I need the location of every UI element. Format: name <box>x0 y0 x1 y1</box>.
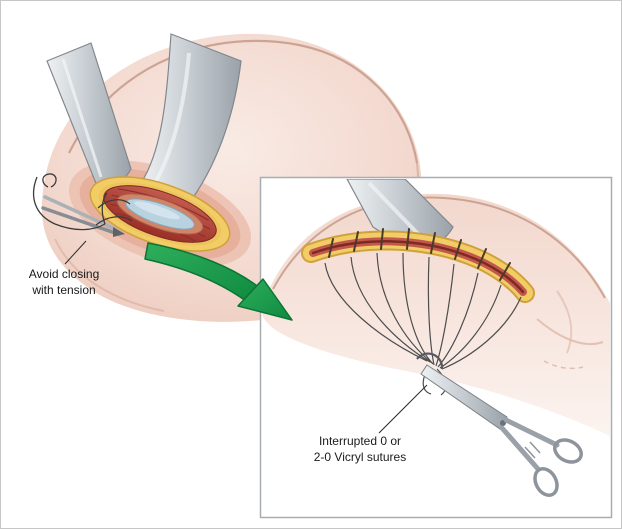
sutures-line2: 2-0 Vicryl sutures <box>313 449 407 464</box>
body-surface-inset <box>262 193 610 436</box>
suture-needle <box>416 352 444 370</box>
interrupted-sutures <box>328 228 511 281</box>
zoom-arrow <box>144 242 293 321</box>
avoid-tension-line2: with tension <box>32 282 96 297</box>
closed-incision <box>301 228 535 303</box>
wound-main <box>89 176 231 252</box>
sutures-line1: Interrupted 0 or <box>318 434 402 448</box>
needle-driver-main <box>41 195 125 237</box>
suture-thread-main <box>32 173 133 231</box>
sutures-label: Interrupted 0 or 2-0 Vicryl sutures <box>297 434 423 465</box>
avoid-tension-label: Avoid closing with tension <box>11 267 117 298</box>
sutures-leader-line <box>378 384 428 434</box>
suture-threads-inset <box>324 252 522 396</box>
avoid-tension-line1: Avoid closing <box>28 267 100 281</box>
needle-holder <box>416 352 583 497</box>
finger-ring-upper <box>553 438 583 464</box>
avoid-tension-leader-line <box>64 240 87 265</box>
finger-ring-lower <box>533 467 559 497</box>
